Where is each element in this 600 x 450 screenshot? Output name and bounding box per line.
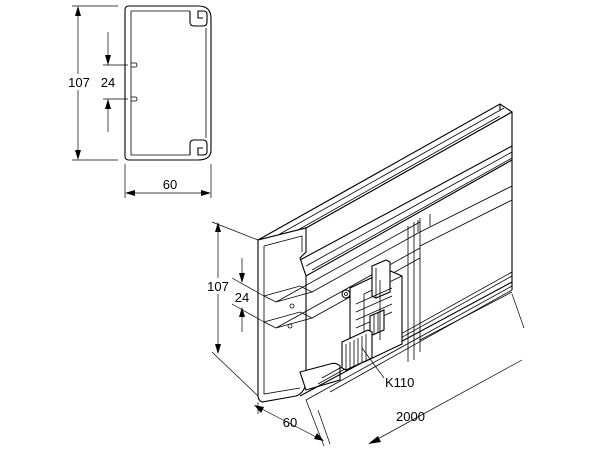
cross-section-hook-lower bbox=[131, 96, 138, 102]
bottom-lip bbox=[299, 362, 341, 391]
k110-label: K110 bbox=[385, 375, 414, 390]
cross-section-view: 107 24 60 bbox=[64, 5, 212, 198]
isometric-width-dimension-line bbox=[255, 405, 323, 441]
cross-section-inner-wall bbox=[130, 10, 190, 156]
cross-section-spacing-label: 24 bbox=[101, 75, 115, 90]
cross-section-outer-profile bbox=[124, 5, 212, 161]
cross-section-hook-upper bbox=[131, 62, 138, 68]
k110-device-holder bbox=[341, 259, 403, 371]
isometric-view: K110 107 24 60 2000 bbox=[202, 103, 525, 447]
cross-section-top-lip bbox=[189, 10, 208, 27]
isometric-spacing-label: 24 bbox=[235, 290, 249, 305]
trunking-bottom-edge bbox=[299, 281, 513, 397]
isometric-height-label: 107 bbox=[207, 279, 229, 294]
cross-section-bottom-lip bbox=[189, 139, 208, 156]
cross-section-width-label: 60 bbox=[163, 177, 177, 192]
k110-leader-line bbox=[361, 347, 385, 379]
isometric-width-label: 60 bbox=[283, 415, 297, 430]
cross-section-height-label: 107 bbox=[68, 75, 90, 90]
isometric-length-dimension-line bbox=[373, 359, 523, 442]
isometric-length-label: 2000 bbox=[396, 409, 425, 424]
trunking-end-profile bbox=[257, 227, 307, 403]
